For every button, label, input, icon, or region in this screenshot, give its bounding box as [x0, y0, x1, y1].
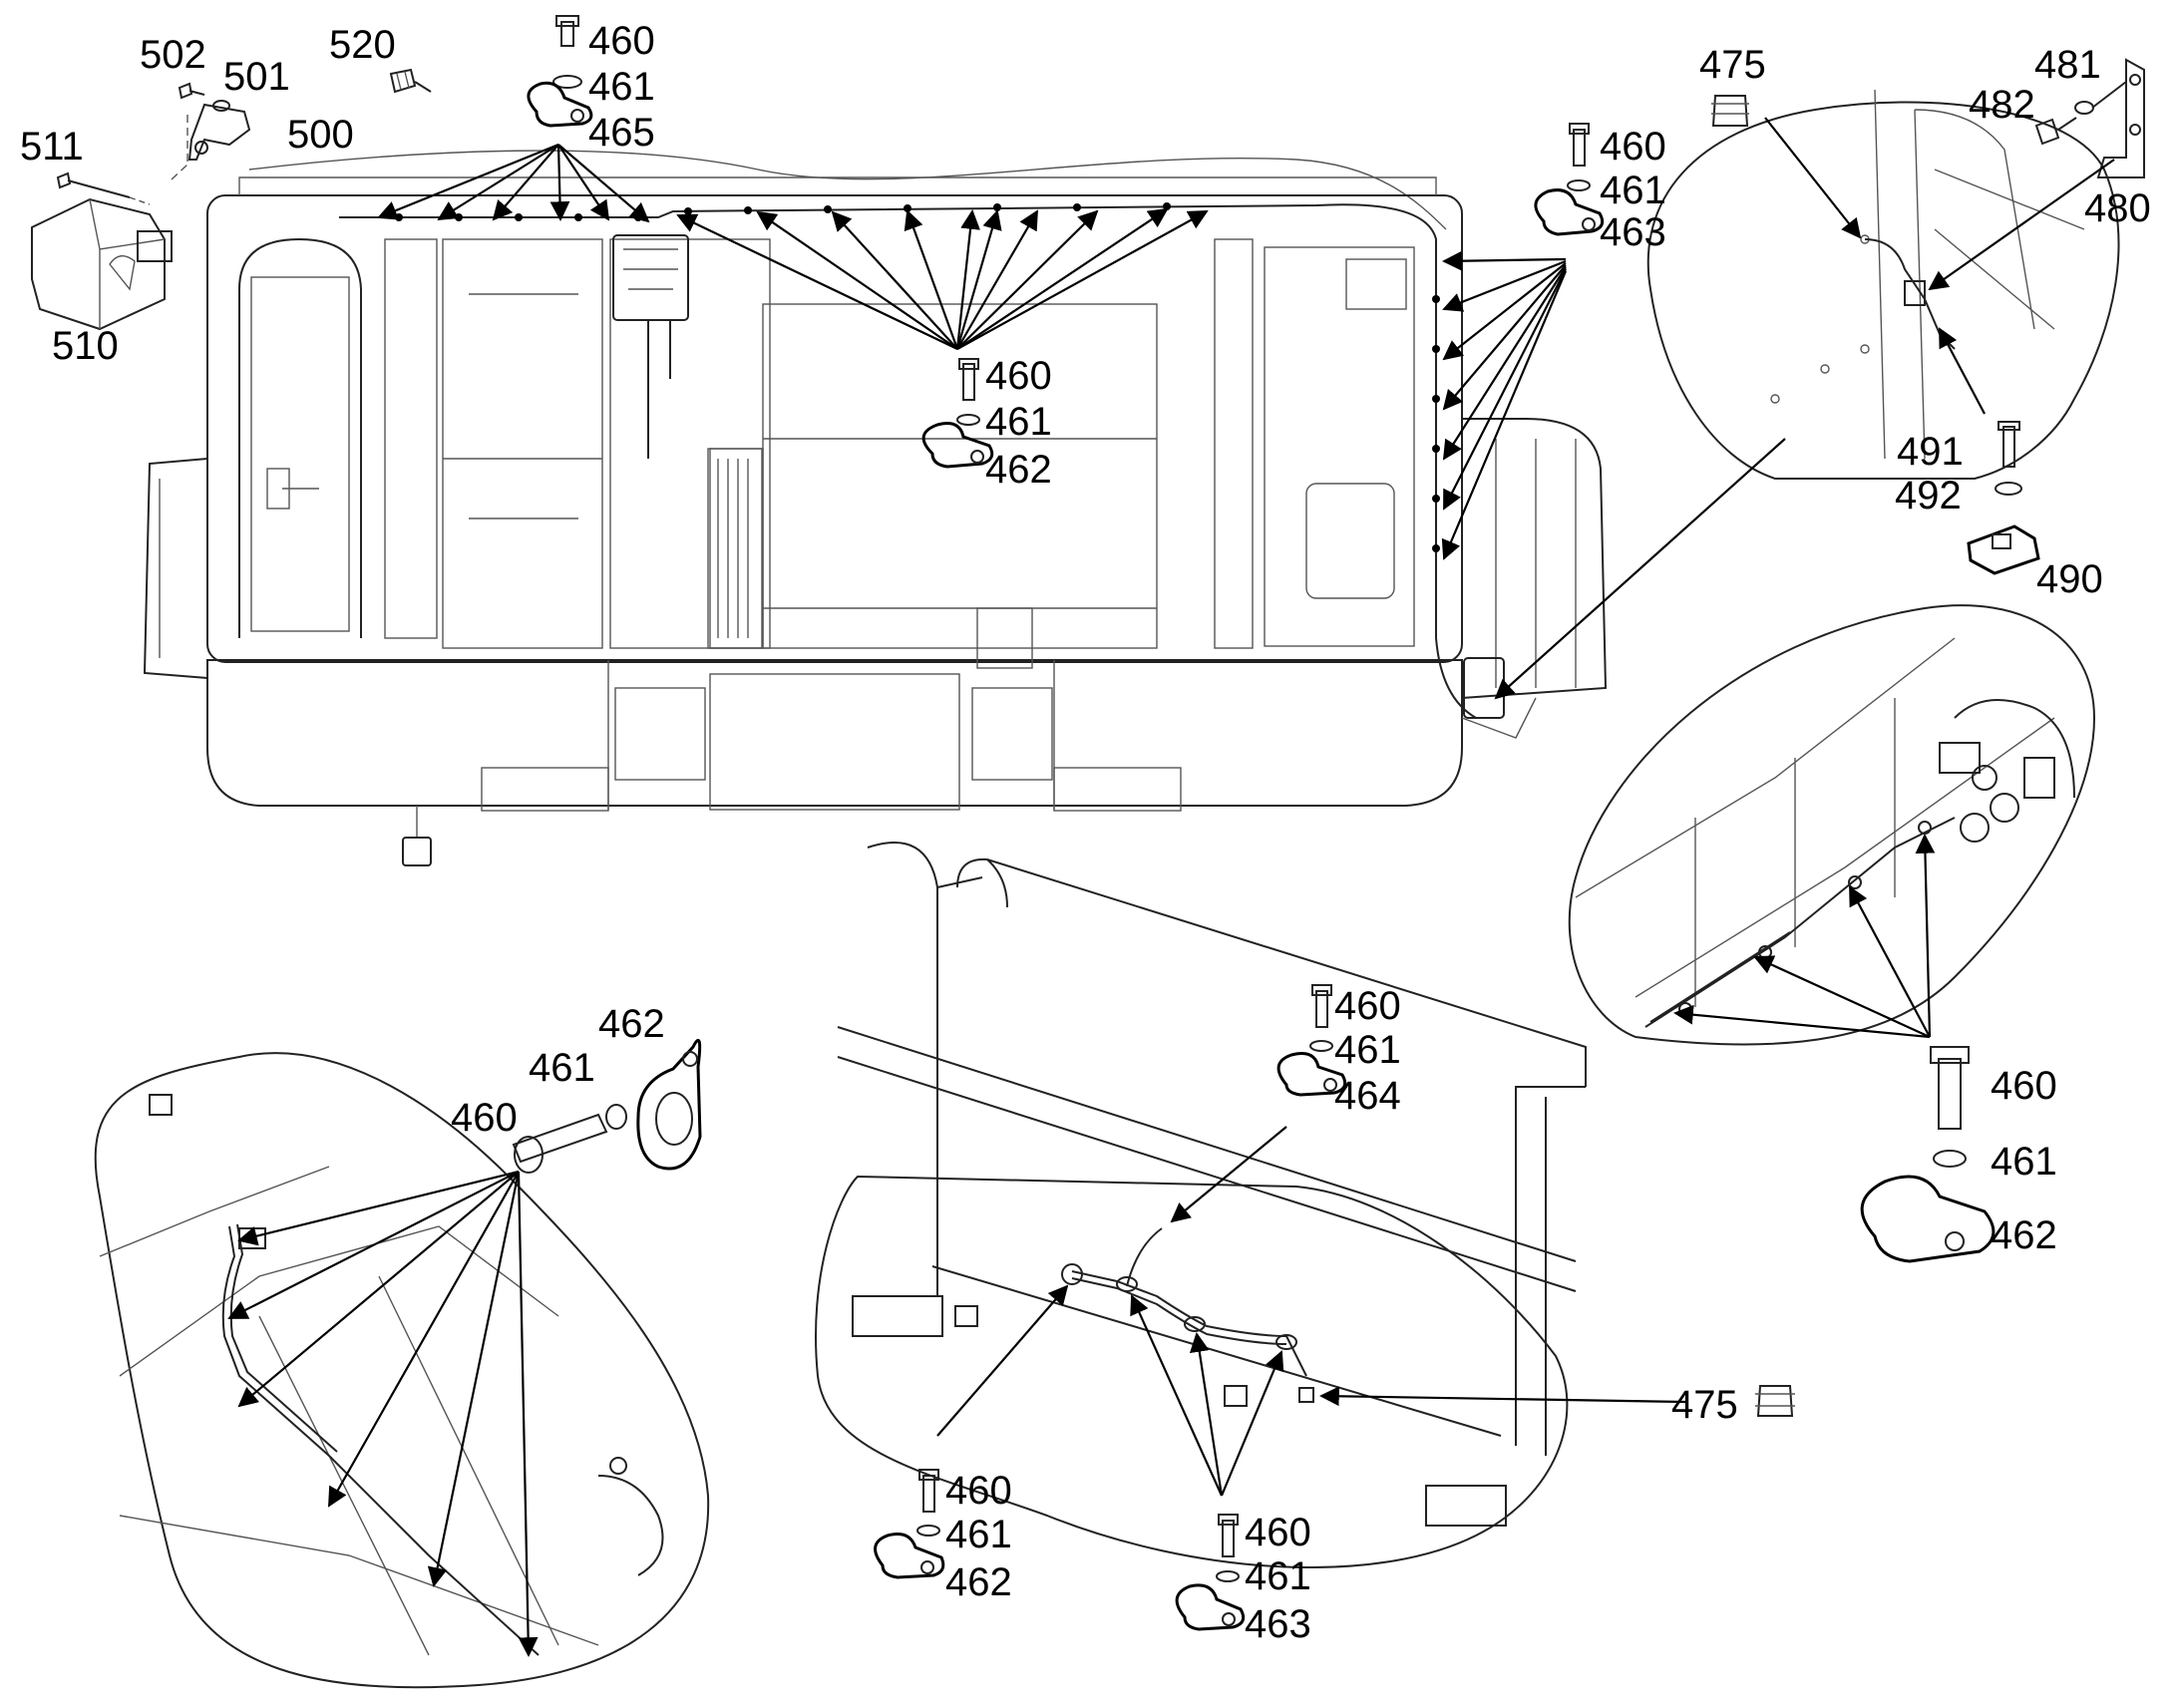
- callout-462-c: 462: [1991, 1213, 2057, 1257]
- callout-463-a: 463: [1600, 210, 1666, 254]
- arrows-465: [377, 143, 650, 223]
- main-machine-view: [143, 150, 1608, 866]
- callout-490: 490: [2036, 557, 2103, 601]
- clamp-462-large: [1860, 1046, 1996, 1263]
- clamp-463-bottom: [1175, 1514, 1246, 1631]
- callout-462-d: 462: [945, 1560, 1012, 1604]
- callout-460-a: 460: [588, 19, 655, 63]
- clamp-463-right: [1534, 123, 1605, 236]
- callout-460-e: 460: [1334, 984, 1401, 1028]
- callout-462-a: 462: [985, 448, 1052, 492]
- callout-461-f: 461: [1991, 1140, 2057, 1184]
- callout-460-d: 460: [451, 1096, 518, 1140]
- detail-bottom-center: [815, 842, 1587, 1568]
- callout-462-b: 462: [598, 1002, 665, 1046]
- detail-bottom-left: [94, 1052, 710, 1689]
- plug-475-bottom: [1755, 1385, 1795, 1417]
- exploded-clamp-bottom-left: [512, 1038, 702, 1174]
- callout-460-f: 460: [1991, 1064, 2057, 1108]
- harness-clips: [395, 202, 1440, 552]
- callout-labels: 511 502 501 500 510 520 460 461 465 460 …: [20, 19, 2151, 1646]
- callout-501: 501: [223, 55, 290, 99]
- callout-460-g: 460: [945, 1469, 1012, 1513]
- grille-pattern: [709, 448, 763, 649]
- callout-510: 510: [52, 324, 119, 368]
- callout-461-c: 461: [985, 400, 1052, 444]
- callout-461-g: 461: [945, 1513, 1012, 1556]
- fastener-481-482: [2034, 81, 2127, 146]
- callout-464: 464: [1334, 1074, 1401, 1118]
- arrows-463-right: [1441, 250, 1568, 560]
- callout-511: 511: [20, 125, 84, 169]
- callout-465: 465: [588, 111, 655, 155]
- callout-461-h: 461: [1245, 1554, 1311, 1598]
- callout-500: 500: [287, 113, 354, 157]
- callout-475-a: 475: [1699, 43, 1766, 87]
- callout-482: 482: [1969, 83, 2035, 127]
- clamp-462-bottom: [874, 1469, 945, 1579]
- callout-492: 492: [1895, 474, 1962, 517]
- clamp-464: [1276, 984, 1347, 1097]
- callout-461-b: 461: [1600, 169, 1666, 212]
- callout-502: 502: [140, 33, 206, 77]
- arrows-bottom-left: [227, 1170, 539, 1657]
- clamp-462-center: [921, 358, 994, 469]
- plug-520: [389, 68, 432, 94]
- arrows-right-middle: [1673, 834, 1936, 1039]
- callout-463-b: 463: [1245, 1602, 1311, 1646]
- connector-cluster: [1939, 699, 2075, 843]
- leader-detail-top-right: [1494, 438, 1786, 700]
- arrows-462-center: [676, 207, 1209, 350]
- callout-460-h: 460: [1245, 1511, 1311, 1554]
- callout-491: 491: [1897, 430, 1964, 474]
- arrows-bottom-center: [936, 1126, 1686, 1497]
- detail-top-right: [1646, 89, 2120, 480]
- clamp-465: [527, 15, 593, 128]
- plug-475-top: [1711, 95, 1862, 239]
- callout-481: 481: [2034, 43, 2101, 87]
- callout-461-a: 461: [588, 65, 655, 109]
- clip-490: [1939, 327, 2040, 575]
- callout-460-b: 460: [1600, 125, 1666, 169]
- detail-bracket-510: [31, 68, 432, 331]
- callout-520: 520: [329, 23, 396, 67]
- detail-right-middle: [1568, 604, 2096, 1046]
- callout-461-e: 461: [1334, 1028, 1401, 1072]
- callout-461-d: 461: [529, 1046, 595, 1090]
- bracket-480: [1928, 58, 2145, 291]
- callout-475-b: 475: [1671, 1383, 1738, 1427]
- callout-480: 480: [2084, 186, 2151, 230]
- callout-460-c: 460: [985, 354, 1052, 398]
